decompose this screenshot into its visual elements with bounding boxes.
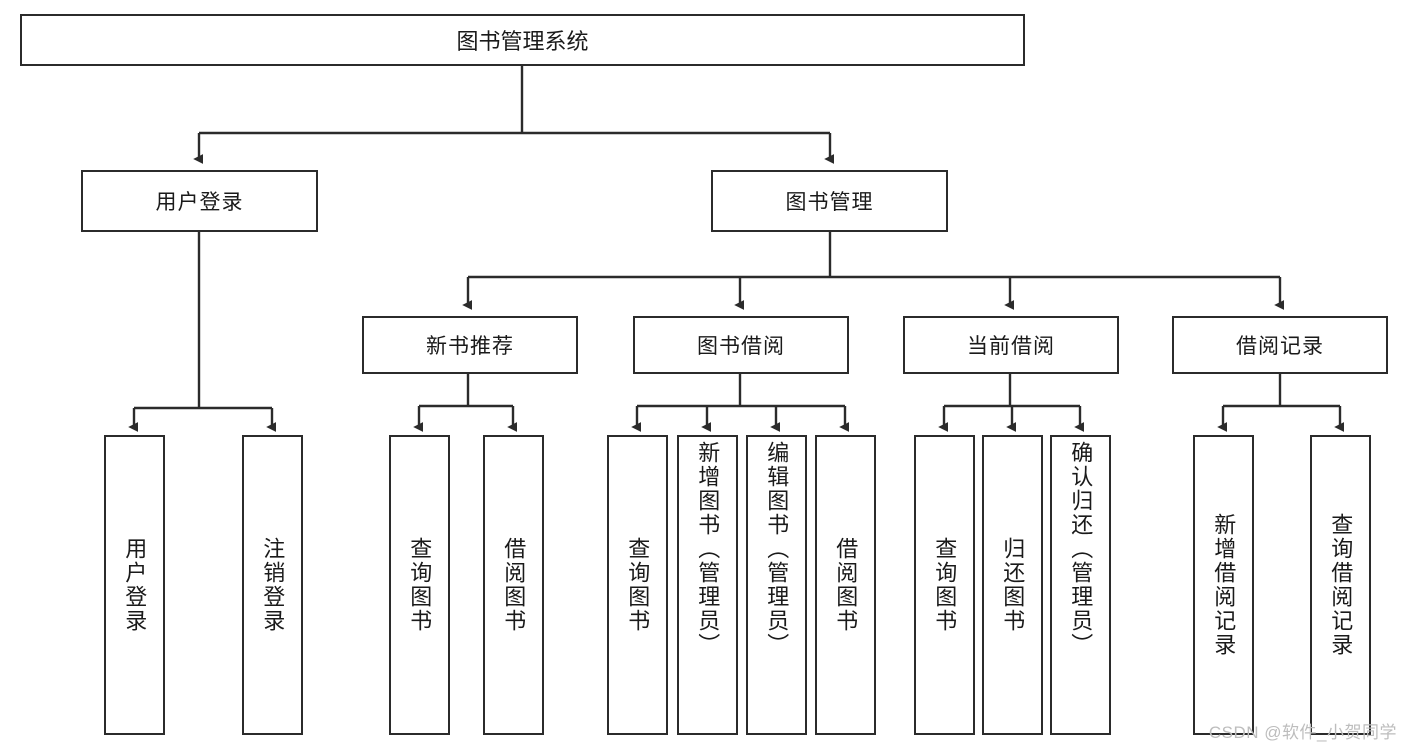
node-book-borrow-label: 图书借阅 (697, 335, 785, 358)
node-book-borrow[interactable]: 图书借阅 (633, 316, 849, 374)
leaf-current-borrow-return[interactable]: 归还图书 (982, 435, 1043, 735)
leaf-label: 查询借阅记录 (1328, 513, 1354, 657)
leaf-book-borrow-edit[interactable]: 编辑图书（管理员） (746, 435, 807, 735)
leaf-borrow-record-add[interactable]: 新增借阅记录 (1193, 435, 1254, 735)
node-borrow-record[interactable]: 借阅记录 (1172, 316, 1388, 374)
leaf-label: 查询图书 (932, 537, 958, 633)
node-book-management-label: 图书管理 (785, 191, 874, 214)
node-borrow-record-label: 借阅记录 (1236, 335, 1324, 358)
node-root-label: 图书管理系统 (456, 29, 589, 54)
leaf-current-borrow-query[interactable]: 查询图书 (914, 435, 975, 735)
leaf-book-borrow-query[interactable]: 查询图书 (607, 435, 668, 735)
leaf-label: 注销登录 (260, 537, 286, 633)
leaf-label: 查询图书 (625, 537, 651, 633)
leaf-label: 借阅图书 (833, 537, 859, 633)
leaf-book-borrow-borrow[interactable]: 借阅图书 (815, 435, 876, 735)
leaf-new-book-query[interactable]: 查询图书 (389, 435, 450, 735)
leaf-borrow-record-query[interactable]: 查询借阅记录 (1310, 435, 1371, 735)
leaf-label: 确认归还（管理员） (1068, 441, 1094, 657)
node-new-book-recommend[interactable]: 新书推荐 (362, 316, 578, 374)
watermark: CSDN @软件_小贺同学 (1208, 723, 1397, 742)
leaf-label: 用户登录 (122, 537, 148, 633)
leaf-label: 归还图书 (1000, 537, 1026, 633)
node-current-borrow[interactable]: 当前借阅 (903, 316, 1119, 374)
leaf-book-borrow-add[interactable]: 新增图书（管理员） (677, 435, 738, 735)
leaf-label: 新增图书（管理员） (695, 441, 721, 657)
leaf-current-borrow-confirm-return[interactable]: 确认归还（管理员） (1050, 435, 1111, 735)
leaf-label: 新增借阅记录 (1211, 513, 1237, 657)
node-user-login[interactable]: 用户登录 (81, 170, 318, 232)
leaf-new-book-borrow[interactable]: 借阅图书 (483, 435, 544, 735)
leaf-label: 查询图书 (407, 537, 433, 633)
leaf-user-login-login[interactable]: 用户登录 (104, 435, 165, 735)
node-new-book-recommend-label: 新书推荐 (426, 335, 514, 358)
leaf-user-login-logout[interactable]: 注销登录 (242, 435, 303, 735)
leaf-label: 借阅图书 (501, 537, 527, 633)
node-book-management[interactable]: 图书管理 (711, 170, 948, 232)
node-current-borrow-label: 当前借阅 (967, 335, 1055, 358)
node-user-login-label: 用户登录 (155, 191, 244, 214)
leaf-label: 编辑图书（管理员） (764, 441, 790, 657)
node-root[interactable]: 图书管理系统 (20, 14, 1025, 66)
